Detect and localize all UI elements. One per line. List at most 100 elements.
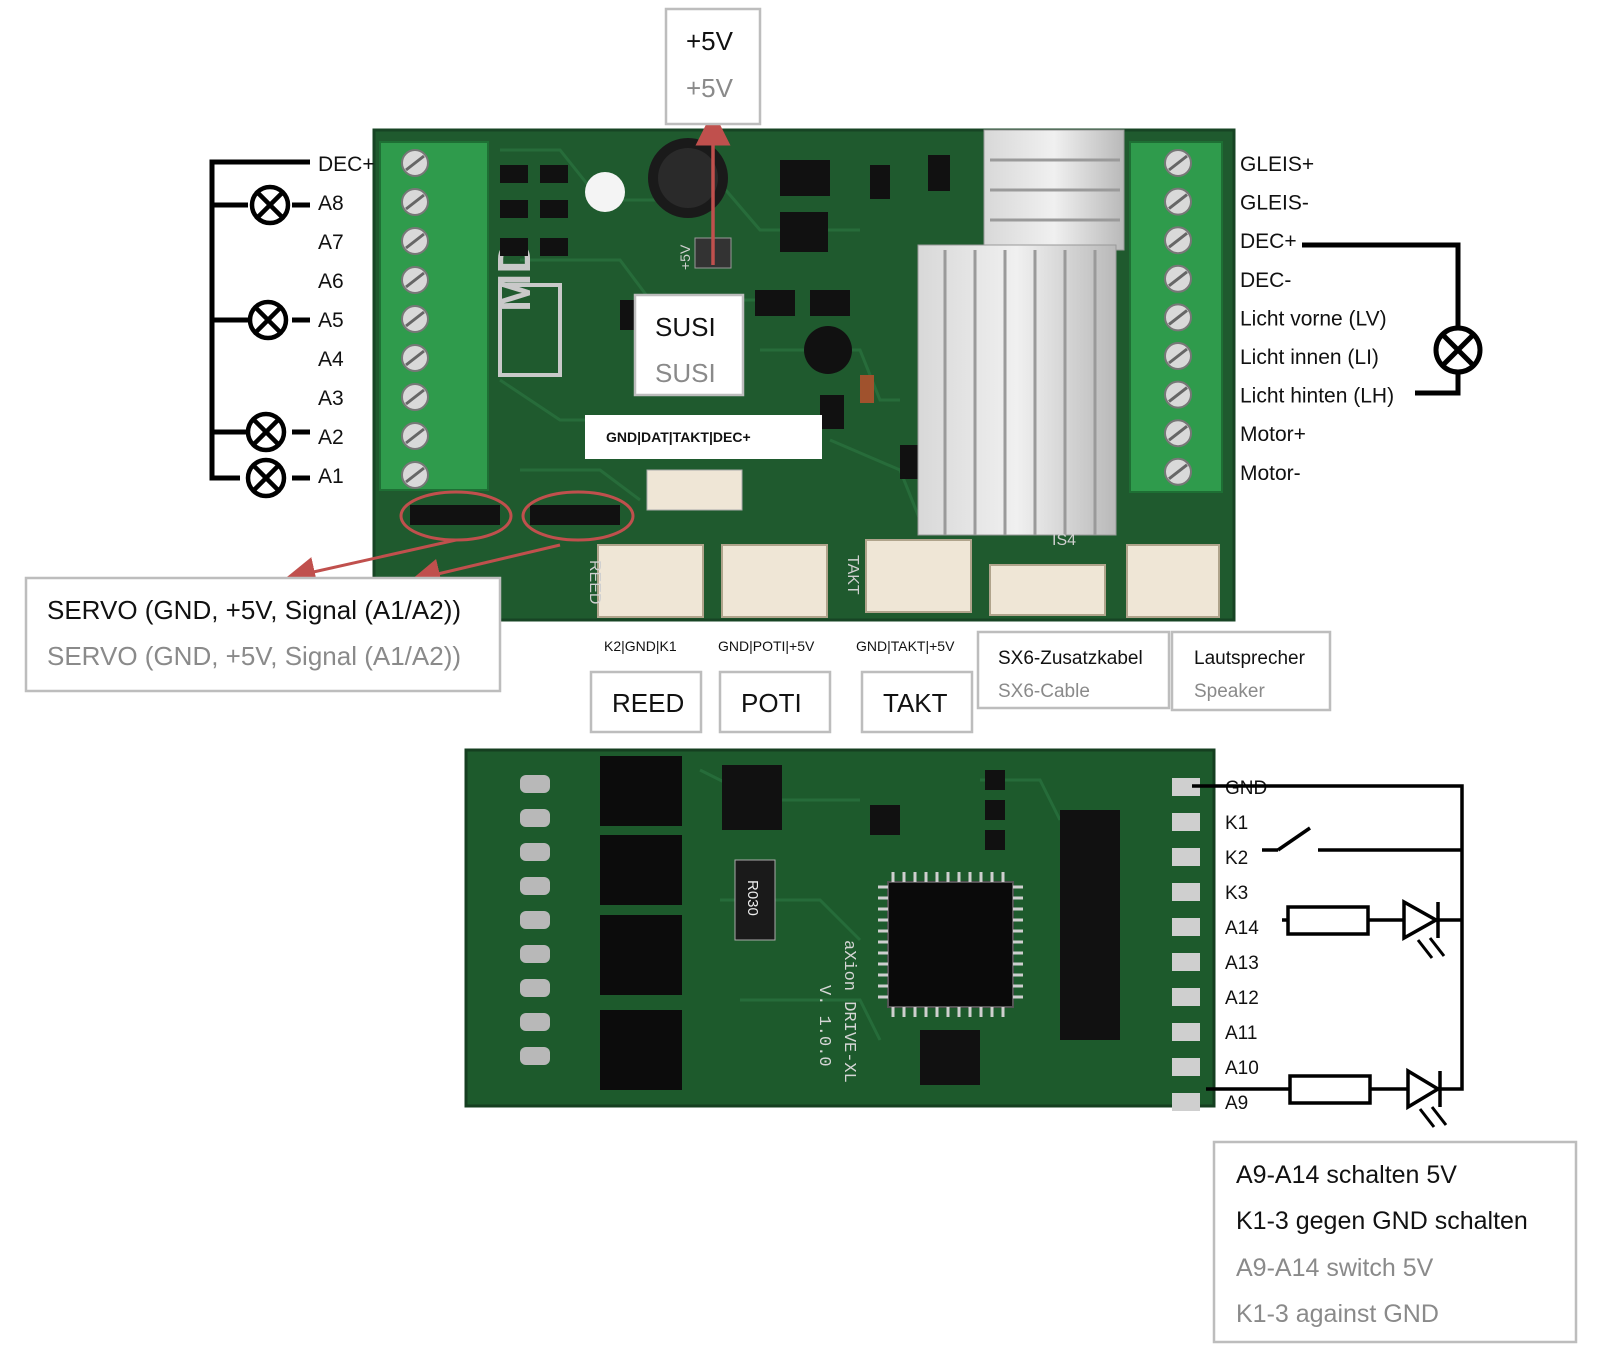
susi-label: SUSI (655, 312, 716, 342)
lamp-icon-a8 (249, 184, 291, 226)
terminal-screw-slot (405, 193, 425, 211)
mount-hole (585, 172, 625, 212)
terminal-screw-slot (405, 154, 425, 172)
pin-pad (1172, 988, 1200, 1006)
plus5v-label-en: +5V (686, 73, 734, 103)
terminal-screw-slot (1168, 463, 1188, 480)
susi-pins-box: GND|DAT|TAKT|DEC+ (585, 415, 822, 459)
bottom-pin-label: A10 (1225, 1058, 1259, 1079)
right-terminal-label: DEC+ (1240, 230, 1297, 253)
susi-connector (646, 469, 743, 511)
bottom-pin-label: GND (1225, 778, 1267, 799)
bottom-right-pads (1172, 778, 1200, 1111)
bottom-pin-label: K1 (1225, 813, 1248, 834)
board-print-is4: IS4 (1052, 532, 1076, 549)
resistor-print: R030 (744, 880, 761, 916)
pin-pad (1172, 1023, 1200, 1041)
bottom-pin-label: A9 (1225, 1093, 1248, 1114)
solder-pad (520, 775, 550, 793)
terminal-screw-slot (405, 271, 425, 289)
right-terminal-label: GLEIS- (1240, 192, 1309, 215)
bottom-board: R030 aXion DRIVE-XL V. 1.0.0 (464, 748, 1216, 1111)
pin-pad (1172, 953, 1200, 971)
terminal-screw-slot (405, 388, 425, 406)
mcu-chip (878, 872, 1023, 1017)
takt-title: TAKT (883, 688, 948, 718)
poti-connector-labels: GND|POTI|+5V POTI (712, 626, 832, 734)
right-terminal-label: Motor+ (1240, 423, 1306, 446)
left-terminal-label: A8 (318, 192, 344, 215)
board-print-reed: REED (586, 560, 603, 604)
servo-label: SERVO (GND, +5V, Signal (A1/A2)) (47, 595, 461, 625)
bottom-pin-label: A11 (1225, 1023, 1257, 1044)
terminal-screw-slot (405, 349, 425, 367)
bottom-left-pads (520, 775, 550, 1065)
terminal-screw-slot (1168, 232, 1188, 249)
note-line-2: K1-3 gegen GND schalten (1236, 1207, 1528, 1235)
bottom-power-ics (600, 756, 682, 1090)
solder-pad (520, 979, 550, 997)
led-icon-a14 (1402, 899, 1446, 959)
right-terminal-label: Licht innen (LI) (1240, 346, 1379, 369)
terminal-screw-slot (1168, 347, 1188, 365)
led-icon-a9 (1406, 1067, 1448, 1128)
note-line-3: A9-A14 switch 5V (1236, 1254, 1434, 1282)
pin-pad (1172, 848, 1200, 866)
lamp-icon-a1 (245, 457, 287, 499)
bottom-small-ics (722, 765, 1120, 1085)
right-terminal-labels: GLEIS+GLEIS-DEC+DEC-Licht vorne (LV)Lich… (1240, 153, 1394, 485)
lamp-icon-right (1433, 325, 1483, 375)
terminal-screw-slot (1168, 154, 1188, 172)
left-terminal-label: A7 (318, 231, 344, 254)
sx6-label: SX6-Zusatzkabel (998, 648, 1143, 669)
sx6-box: SX6-Zusatzkabel SX6-Cable (976, 630, 1171, 710)
reed-title: REED (612, 688, 684, 718)
terminal-screw-slot (1168, 270, 1188, 287)
solder-pad (520, 877, 550, 895)
sx6-label-en: SX6-Cable (998, 681, 1090, 702)
top-components (500, 155, 950, 479)
solder-pad (520, 1047, 550, 1065)
top-board: MD +5V (372, 128, 1236, 622)
reed-connector-labels: K2|GND|K1 REED (585, 626, 703, 734)
terminal-screw-slot (405, 466, 425, 484)
right-terminal-screws (1164, 149, 1192, 486)
note-line-4: K1-3 against GND (1236, 1300, 1439, 1328)
solder-pad (520, 809, 550, 827)
right-terminal-label: Motor- (1240, 462, 1301, 485)
bottom-pin-label: K3 (1225, 883, 1248, 904)
plus5v-box: +5V +5V (664, 7, 762, 126)
servo-label-en: SERVO (GND, +5V, Signal (A1/A2)) (47, 641, 461, 671)
terminal-screw-slot (1168, 386, 1188, 403)
board-print-takt: TAKT (844, 555, 861, 595)
lamp-icon-a5 (247, 299, 289, 341)
susi-pins-label: GND|DAT|TAKT|DEC+ (606, 429, 751, 445)
solder-pad (520, 843, 550, 861)
servo-arrow-1 (285, 538, 457, 587)
left-terminal-label: A5 (318, 309, 344, 332)
pin-pad (1172, 778, 1200, 796)
servo-arrow-2 (410, 543, 561, 589)
capacitor (648, 138, 732, 269)
pin-pad (1172, 1058, 1200, 1076)
takt-pins: GND|TAKT|+5V (856, 638, 955, 654)
left-terminal-block (379, 141, 489, 491)
bottom-pin-label: A13 (1225, 953, 1259, 974)
poti-pins: GND|POTI|+5V (718, 638, 815, 654)
pin-pad (1172, 883, 1200, 901)
note-line-1: A9-A14 schalten 5V (1236, 1161, 1457, 1189)
bottom-connectors (597, 539, 1220, 618)
bottom-pin-label: K2 (1225, 848, 1248, 869)
left-terminal-label: A2 (318, 426, 344, 449)
lamp-icon-a2 (245, 411, 287, 453)
servo-box: SERVO (GND, +5V, Signal (A1/A2)) SERVO (… (24, 576, 502, 693)
speaker-label-en: Speaker (1194, 681, 1265, 702)
terminal-screw-slot (405, 427, 425, 445)
board-print-plus5v: +5V (677, 244, 693, 270)
note-box: A9-A14 schalten 5V K1-3 gegen GND schalt… (1212, 1140, 1578, 1344)
silkscreen-name: aXion DRIVE-XL (839, 940, 858, 1083)
silkscreen-version: V. 1.0.0 (814, 985, 833, 1067)
